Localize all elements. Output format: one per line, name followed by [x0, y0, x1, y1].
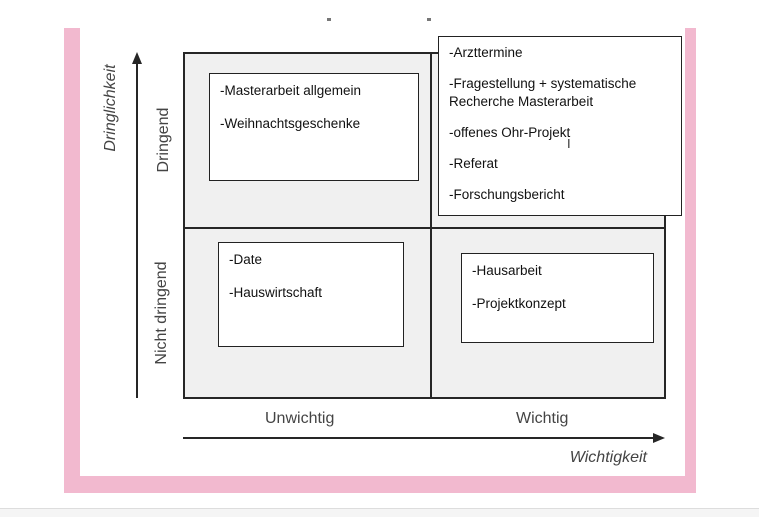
- text-cursor-icon: I: [567, 136, 571, 151]
- text-box-urgent-unimportant[interactable]: -Masterarbeit allgemein -Weihnachtsgesch…: [209, 73, 419, 181]
- bottom-status-bar: [0, 508, 759, 517]
- task-item: -Hauswirtschaft: [229, 285, 323, 300]
- row-label-dringend: Dringend: [155, 107, 172, 173]
- text-box-urgent-important[interactable]: -Arzttermine -Fragestellung + systematis…: [438, 36, 682, 216]
- task-item: -Hausarbeit: [472, 263, 542, 278]
- text-box-not-urgent-unimportant[interactable]: -Date -Hauswirtschaft: [218, 242, 404, 347]
- row-label-nicht-dringend: Nicht dringend: [153, 261, 170, 365]
- task-item: -Forschungsbericht: [449, 187, 565, 202]
- task-item: -Date: [229, 252, 263, 267]
- task-item: -Weihnachtsgeschenke: [220, 116, 361, 131]
- task-item: -Arzttermine: [449, 45, 523, 60]
- x-axis-title: Wichtigkeit: [569, 449, 647, 466]
- tab-mark: [327, 18, 331, 21]
- task-item: -Masterarbeit allgemein: [220, 83, 362, 98]
- tab-mark: [427, 18, 431, 21]
- task-item: -Referat: [449, 156, 498, 171]
- task-item: -Projektkonzept: [472, 296, 566, 311]
- task-item: -Fragestellung + systematische Recherche…: [449, 76, 637, 109]
- column-label-unwichtig: Unwichtig: [265, 410, 335, 427]
- y-axis-title: Dringlichkeit: [102, 64, 119, 152]
- task-item: -offenes Ohr-Projekt: [449, 125, 571, 140]
- y-axis-arrowhead: [132, 52, 142, 64]
- text-box-not-urgent-important[interactable]: -Hausarbeit -Projektkonzept: [461, 253, 654, 343]
- column-label-wichtig: Wichtig: [516, 410, 569, 427]
- x-axis-arrowhead: [653, 433, 665, 443]
- top-tab: [285, 0, 450, 34]
